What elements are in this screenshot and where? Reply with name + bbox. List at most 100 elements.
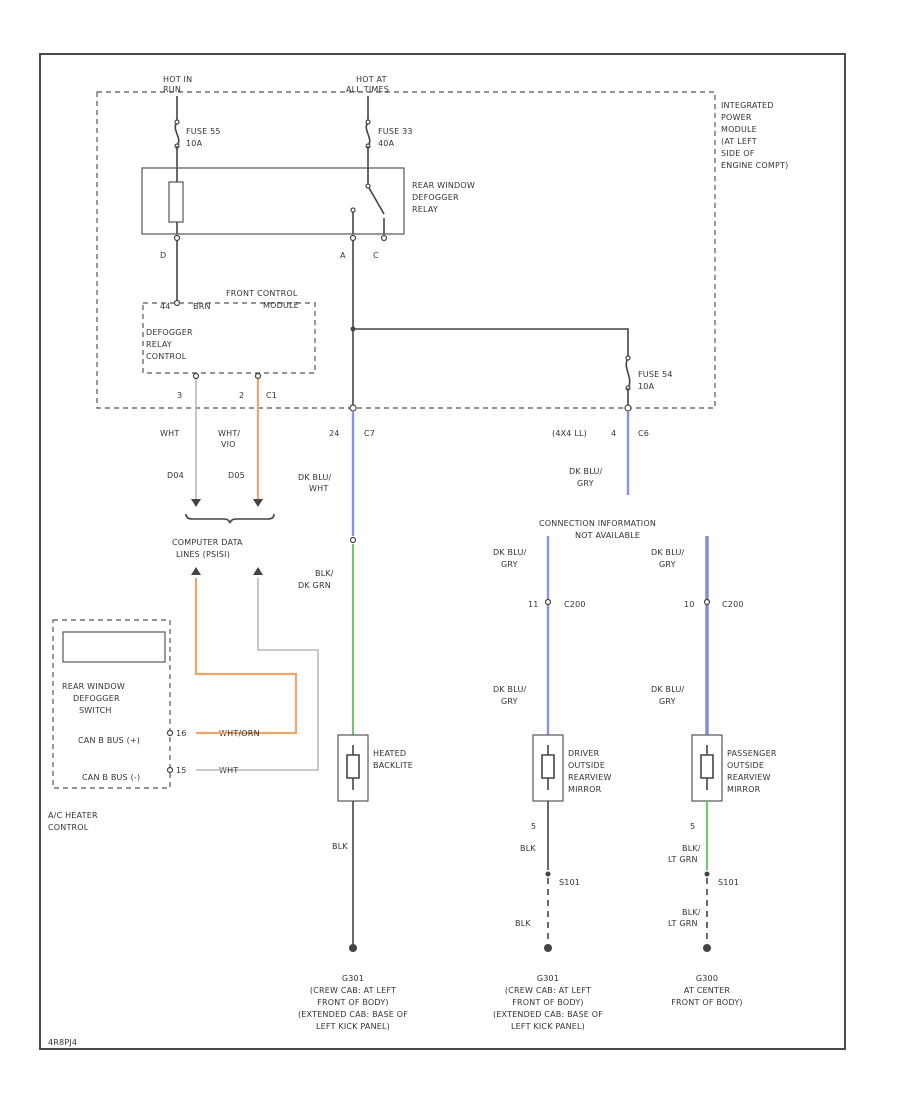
switch-pin-15: 15 xyxy=(176,766,187,775)
svg-text:LEFT KICK PANEL): LEFT KICK PANEL) xyxy=(316,1022,390,1031)
hot-at-all-times-label: HOT AT xyxy=(356,75,387,84)
splice-left: S101 xyxy=(559,878,580,887)
data-links-label-2: LINES (PSISI) xyxy=(176,550,230,559)
data-link-brace xyxy=(185,513,275,524)
relay-switch-arm xyxy=(352,168,385,234)
splice-right: S101 xyxy=(718,878,739,887)
relay-coil xyxy=(168,181,184,223)
fcm-label-1: FRONT CONTROL xyxy=(226,289,298,298)
svg-text:G300: G300 xyxy=(696,974,718,983)
svg-text:FRONT OF BODY): FRONT OF BODY) xyxy=(671,998,743,1007)
relay-pin-c: C xyxy=(373,251,379,260)
relay-pin-d: D xyxy=(160,251,166,260)
can-b-minus-label: CAN B BUS (-) xyxy=(82,773,140,782)
driver-outside-mirror xyxy=(532,734,564,802)
fcm-pin-44: 44 xyxy=(160,302,171,311)
svg-text:SIDE OF: SIDE OF xyxy=(721,149,755,158)
wire-label-dk-blu-gry-4b: GRY xyxy=(659,697,676,706)
c6-note: (4X4 LL) xyxy=(552,429,587,438)
heated-backlite xyxy=(337,734,369,802)
wire-label-d05: D05 xyxy=(228,471,245,480)
switch-label-1: REAR WINDOW xyxy=(62,682,125,691)
wire-label-blk-center: BLK xyxy=(332,842,348,851)
wire-can-b-minus xyxy=(228,578,319,771)
fcm-label-2: MODULE xyxy=(263,301,299,310)
c7-label: C7 xyxy=(364,429,375,438)
wire-label-blk-lt-grn-1a: BLK/ xyxy=(682,844,701,853)
c6-pin: 4 xyxy=(611,429,616,438)
svg-text:G301: G301 xyxy=(342,974,364,983)
defogger-control-1: DEFOGGER xyxy=(146,328,193,337)
wire-label-dk-blu-gry-top-1: DK BLU/ xyxy=(569,467,603,476)
svg-text:(CREW CAB: AT LEFT: (CREW CAB: AT LEFT xyxy=(505,986,591,995)
relay-pin-a: A xyxy=(340,251,346,260)
wire-label-wht-vio-1: WHT/ xyxy=(218,429,240,438)
diagram-frame xyxy=(39,53,846,1050)
wire-can-b-plus xyxy=(194,578,298,735)
wire-label-blk-dk-grn-2: DK GRN xyxy=(298,581,331,590)
switch-label-2: DEFOGGER xyxy=(73,694,120,703)
c200-pin-11: 11 xyxy=(528,600,539,609)
svg-text:FRONT OF BODY): FRONT OF BODY) xyxy=(317,998,389,1007)
driver-mirror-label-2: OUTSIDE xyxy=(568,761,605,770)
fuse33-rating: 40A xyxy=(378,139,395,148)
wire-label-wht: WHT xyxy=(160,429,179,438)
wire-label-wht-bottom: WHT xyxy=(219,766,238,775)
fuse54-label: FUSE 54 xyxy=(638,370,673,379)
can-b-plus-label: CAN B BUS (+) xyxy=(78,736,140,745)
driver-mirror-label-1: DRIVER xyxy=(568,749,600,758)
passenger-mirror-element xyxy=(700,745,714,790)
wire-label-d04: D04 xyxy=(167,471,184,480)
passenger-mirror-label-3: REARVIEW xyxy=(727,773,771,782)
driver-mirror-label-3: REARVIEW xyxy=(568,773,612,782)
heated-backlite-label-1: HEATED xyxy=(373,749,406,758)
switch-display xyxy=(62,631,166,663)
data-links-label-1: COMPUTER DATA xyxy=(172,538,243,547)
svg-text:G301: G301 xyxy=(537,974,559,983)
diagram-id: 4R8PJ4 xyxy=(48,1038,77,1047)
wire-label-dk-blu-wht-1: DK BLU/ xyxy=(298,473,332,482)
passenger-outside-mirror xyxy=(691,734,723,802)
svg-text:MODULE: MODULE xyxy=(721,125,757,134)
wire-label-wht-vio-2: VIO xyxy=(221,440,236,449)
fuse55-rating: 10A xyxy=(186,139,203,148)
svg-text:INTEGRATED: INTEGRATED xyxy=(721,101,774,110)
passenger-mirror-label-4: MIRROR xyxy=(727,785,761,794)
wire-label-dk-blu-gry-1a: DK BLU/ xyxy=(493,548,527,557)
driver-mirror-element xyxy=(541,745,555,790)
switch-pin-16: 16 xyxy=(176,729,187,738)
relay-label-2: DEFOGGER xyxy=(412,193,459,202)
wire-label-blk-mid-2: BLK xyxy=(515,919,531,928)
passenger-mirror-label-1: PASSENGER xyxy=(727,749,777,758)
wire-label-wht-orn: WHT/ORN xyxy=(219,729,260,738)
c200-pin-10: 10 xyxy=(684,600,695,609)
wire-label-dk-blu-gry-1b: GRY xyxy=(501,560,518,569)
ground-g301-left: G301 (CREW CAB: AT LEFT FRONT OF BODY) (… xyxy=(298,974,408,1031)
passenger-mirror-label-2: OUTSIDE xyxy=(727,761,764,770)
wire-label-dk-blu-gry-3b: GRY xyxy=(501,697,518,706)
integrated-power-module-box xyxy=(96,91,716,409)
arrow-d05 xyxy=(253,499,263,507)
svg-text:(CREW CAB: AT LEFT: (CREW CAB: AT LEFT xyxy=(310,986,396,995)
arrow-up-left xyxy=(191,567,201,575)
fcm-pin-2: 2 xyxy=(239,391,244,400)
arrow-d04 xyxy=(191,499,201,507)
heated-backlite-label-2: BACKLITE xyxy=(373,761,413,770)
wire-label-blk-lt-grn-2b: LT GRN xyxy=(668,919,698,928)
ipm-label: INTEGRATED POWER MODULE (AT LEFT SIDE OF… xyxy=(721,101,788,170)
driver-mirror-pin: 5 xyxy=(531,822,536,831)
wire-label-dk-blu-wht-2: WHT xyxy=(309,484,328,493)
svg-text:AT CENTER: AT CENTER xyxy=(684,986,730,995)
wire-label-dk-blu-gry-2a: DK BLU/ xyxy=(651,548,685,557)
wire-label-dk-blu-gry-4a: DK BLU/ xyxy=(651,685,685,694)
hot-in-run-label-2: RUN xyxy=(163,85,181,94)
ac-heater-control-1: A/C HEATER xyxy=(48,811,98,820)
svg-text:FRONT OF BODY): FRONT OF BODY) xyxy=(512,998,584,1007)
wire-label-blk-lt-grn-1b: LT GRN xyxy=(668,855,698,864)
hot-at-all-times-label-2: ALL TIMES xyxy=(346,85,389,94)
driver-mirror-label-4: MIRROR xyxy=(568,785,602,794)
connection-info-2: NOT AVAILABLE xyxy=(575,531,640,540)
ground-g301-mid: G301 (CREW CAB: AT LEFT FRONT OF BODY) (… xyxy=(493,974,603,1031)
passenger-mirror-pin: 5 xyxy=(690,822,695,831)
